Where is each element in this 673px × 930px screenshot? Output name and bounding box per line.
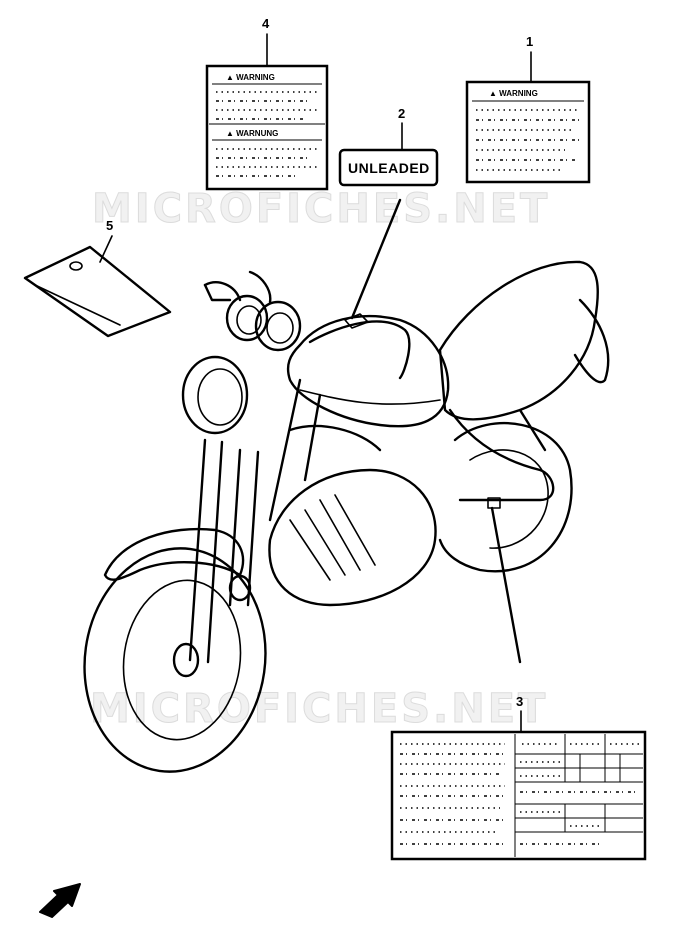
tire-information-label: [390, 730, 647, 861]
unleaded-label-text: UNLEADED: [348, 160, 430, 176]
watermark-bottom: MICROFICHES.NET: [90, 686, 548, 732]
front-direction-arrow-icon: [39, 883, 81, 918]
warning-label-4-subheading: ▲ WARNUNG: [226, 129, 278, 138]
warning-label-1: ▲ WARNING: [465, 80, 591, 184]
callout-number-5: 5: [106, 218, 113, 233]
callout-number-3: 3: [516, 694, 523, 709]
leader-line-3a: [490, 506, 522, 664]
leader-line-2b: [350, 198, 402, 320]
watermark-top: MICROFICHES.NET: [92, 186, 550, 232]
warning-label-1-heading: ▲ WARNING: [489, 89, 538, 98]
callout-number-2: 2: [398, 106, 405, 121]
warning-label-4: ▲ WARNING ▲ WARNUNG: [205, 64, 329, 191]
owners-manual-card: [23, 245, 172, 338]
callout-number-4: 4: [262, 16, 270, 31]
unleaded-label: UNLEADED: [338, 148, 439, 187]
warning-label-4-heading: ▲ WARNING: [226, 73, 275, 82]
tire-label-location: [487, 497, 501, 509]
motorcycle-illustration: [83, 260, 610, 773]
callout-number-1: 1: [526, 34, 533, 49]
